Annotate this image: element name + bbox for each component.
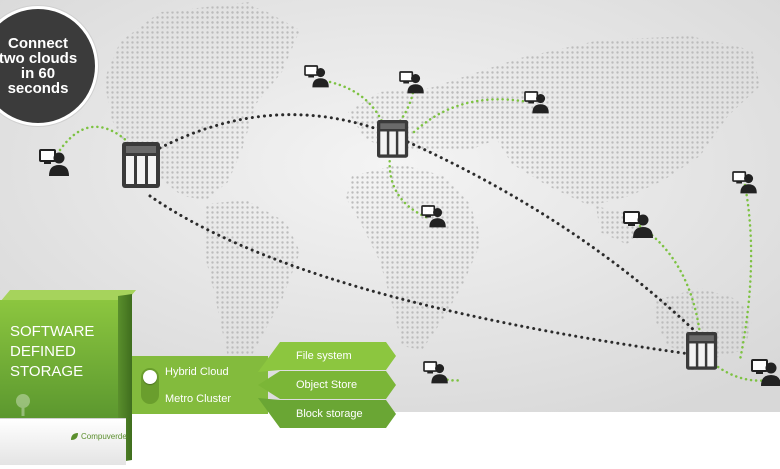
box-title-line: STORAGE	[10, 363, 84, 380]
brand-name: Compuverde	[81, 432, 127, 441]
storage-type-arrows	[258, 342, 396, 428]
box-title-line: DEFINED	[10, 343, 76, 360]
badge-line: seconds	[7, 80, 69, 97]
dark-connection-links	[148, 113, 702, 356]
compuverde-leaf-icon	[71, 433, 78, 440]
badge-line: two clouds	[0, 50, 78, 67]
link-eu-au	[406, 140, 702, 338]
link-user-na	[58, 125, 130, 152]
green-connection-links	[58, 80, 772, 382]
server-rack-icon	[122, 142, 160, 188]
cloud-option-metro[interactable]: Metro Cluster	[165, 393, 232, 405]
storage-option-block-storage[interactable]: Block storage	[296, 408, 363, 420]
link-user-au	[712, 362, 772, 382]
link-user-asia	[638, 224, 702, 336]
storage-option-file-system[interactable]: File system	[296, 350, 352, 362]
tree-icon	[16, 394, 30, 416]
server-rack-icon	[377, 120, 409, 158]
product-box-bottom	[0, 418, 126, 465]
link-user-eu-ne	[394, 86, 416, 128]
brand-logo: Compuverde	[70, 432, 127, 441]
cloud-option-hybrid[interactable]: Hybrid Cloud	[165, 366, 229, 378]
link-user-japan	[738, 178, 753, 362]
promo-badge: Connect two clouds in 60 seconds	[0, 6, 98, 126]
storage-option-object-store[interactable]: Object Store	[296, 379, 358, 391]
link-user-ru	[412, 98, 530, 134]
link-na-au	[148, 194, 692, 356]
toggle-knob[interactable]	[143, 370, 157, 384]
link-user-eu-north	[328, 80, 386, 128]
box-title-line: SOFTWARE	[10, 323, 95, 340]
server-rack-icon	[686, 332, 718, 370]
badge-line: in 60	[20, 65, 56, 82]
badge-line: Connect	[8, 35, 68, 52]
link-na-eu	[158, 113, 382, 150]
product-box-title: SOFTWARE DEFINED STORAGE	[10, 322, 94, 382]
